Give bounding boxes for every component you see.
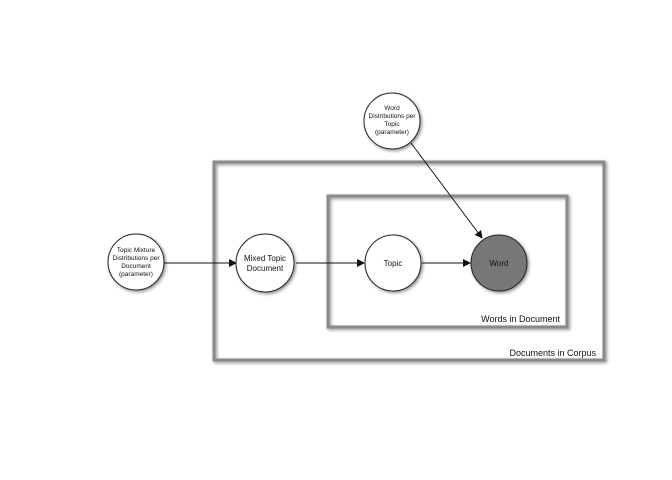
node-word-distributions-line-4: (parameter) (375, 129, 409, 136)
node-word-distributions-line-3: Topic (384, 121, 400, 128)
node-mixed-topic-document-line-2: Document (247, 264, 284, 273)
node-word-label: Word (490, 259, 509, 268)
node-topic-mixture-line-1: Topic Mixture (117, 247, 156, 254)
node-topic-mixture-line-2: Distributions per (113, 255, 161, 262)
node-topic: Topic (364, 234, 422, 292)
node-word-distributions-line-1: Word (384, 105, 400, 112)
node-topic-mixture-line-4: (parameter) (119, 271, 153, 278)
node-topic-mixture: Topic Mixture Distributions per Document… (107, 233, 165, 291)
node-topic-label: Topic (384, 259, 403, 268)
node-topic-mixture-line-3: Document (121, 263, 151, 270)
plate-label-document: Words in Document (481, 314, 560, 324)
node-word-distributions: Word Distributions per Topic (parameter) (363, 92, 421, 150)
plate-words-in-document: Words in Document (326, 194, 569, 329)
plate-label-corpus: Documents in Corpus (509, 348, 596, 358)
node-mixed-topic-document: Mixed Topic Document (235, 233, 295, 293)
plate-documents-in-corpus: Documents in Corpus (212, 160, 606, 362)
node-mixed-topic-document-line-1: Mixed Topic (244, 254, 286, 263)
edge-word-distributions-to-word (410, 142, 483, 239)
node-word: Word (470, 234, 528, 292)
node-word-distributions-line-2: Distributions per (369, 113, 417, 120)
